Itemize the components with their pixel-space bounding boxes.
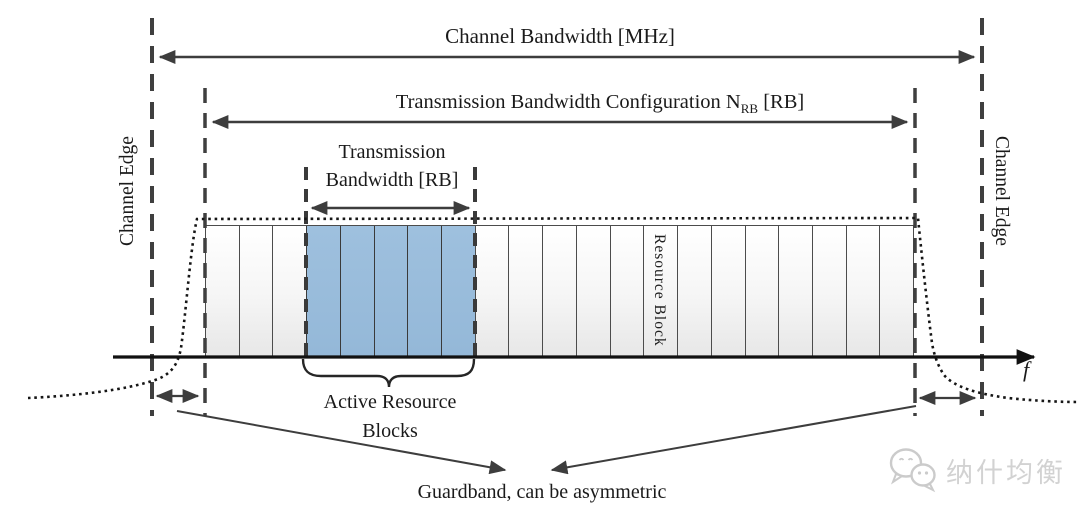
wechat-bubbles-icon <box>889 448 936 493</box>
resource-block <box>474 226 509 357</box>
resource-block <box>744 226 779 357</box>
spectrum-mask-dotted-curve <box>27 216 1078 404</box>
watermark: 纳什均衡 <box>886 446 1066 494</box>
transmission-config-label: Transmission Bandwidth Configuration NRB… <box>345 91 855 117</box>
resource-block <box>542 226 576 357</box>
guardband-right-pointer <box>550 405 917 475</box>
channel-edge-left-label: Channel Edge <box>117 136 138 246</box>
resource-block-row <box>205 225 915 357</box>
resource-block <box>778 226 812 357</box>
transmission-bandwidth-label-line1: Transmission <box>338 141 446 163</box>
active-resource-block <box>407 226 442 357</box>
active-resource-blocks-line2: Blocks <box>362 420 418 442</box>
transmission-config-label-suffix: [RB] <box>758 91 805 113</box>
active-blocks-brace <box>301 358 476 388</box>
active-resource-block <box>373 226 408 357</box>
resource-block-label: Resource Block <box>651 233 668 347</box>
resource-block <box>272 226 307 357</box>
resource-block <box>575 226 610 357</box>
transmission-config-label-text: Transmission Bandwidth Configuration N <box>395 91 741 113</box>
guardband-label: Guardband, can be asymmetric <box>417 481 667 503</box>
transmission-bandwidth-label-line2: Bandwidth [RB] <box>325 169 459 191</box>
resource-block <box>677 226 711 357</box>
active-resource-block <box>441 226 475 357</box>
resource-block <box>643 226 678 357</box>
active-resource-blocks-label: Active Resource Blocks <box>290 388 490 446</box>
resource-block <box>508 226 543 357</box>
resource-block <box>710 226 745 357</box>
active-resource-block <box>339 226 374 357</box>
resource-block <box>609 226 644 357</box>
transmission-bandwidth-label: Transmission Bandwidth [RB] <box>292 138 492 194</box>
guardband-left-pointer <box>176 410 507 475</box>
resource-block <box>205 226 239 357</box>
active-resource-blocks-line1: Active Resource <box>323 391 457 413</box>
resource-block <box>845 226 880 357</box>
channel-edge-right-label: Channel Edge <box>991 136 1012 246</box>
transmission-config-label-subscript: RB <box>740 101 759 117</box>
channel-bandwidth-label: Channel Bandwidth [MHz] <box>445 24 675 48</box>
resource-block <box>811 226 846 357</box>
frequency-axis-label: f <box>1022 357 1030 382</box>
active-resource-block <box>306 226 340 357</box>
watermark-text: 纳什均衡 <box>946 457 1066 488</box>
resource-block <box>238 226 273 357</box>
